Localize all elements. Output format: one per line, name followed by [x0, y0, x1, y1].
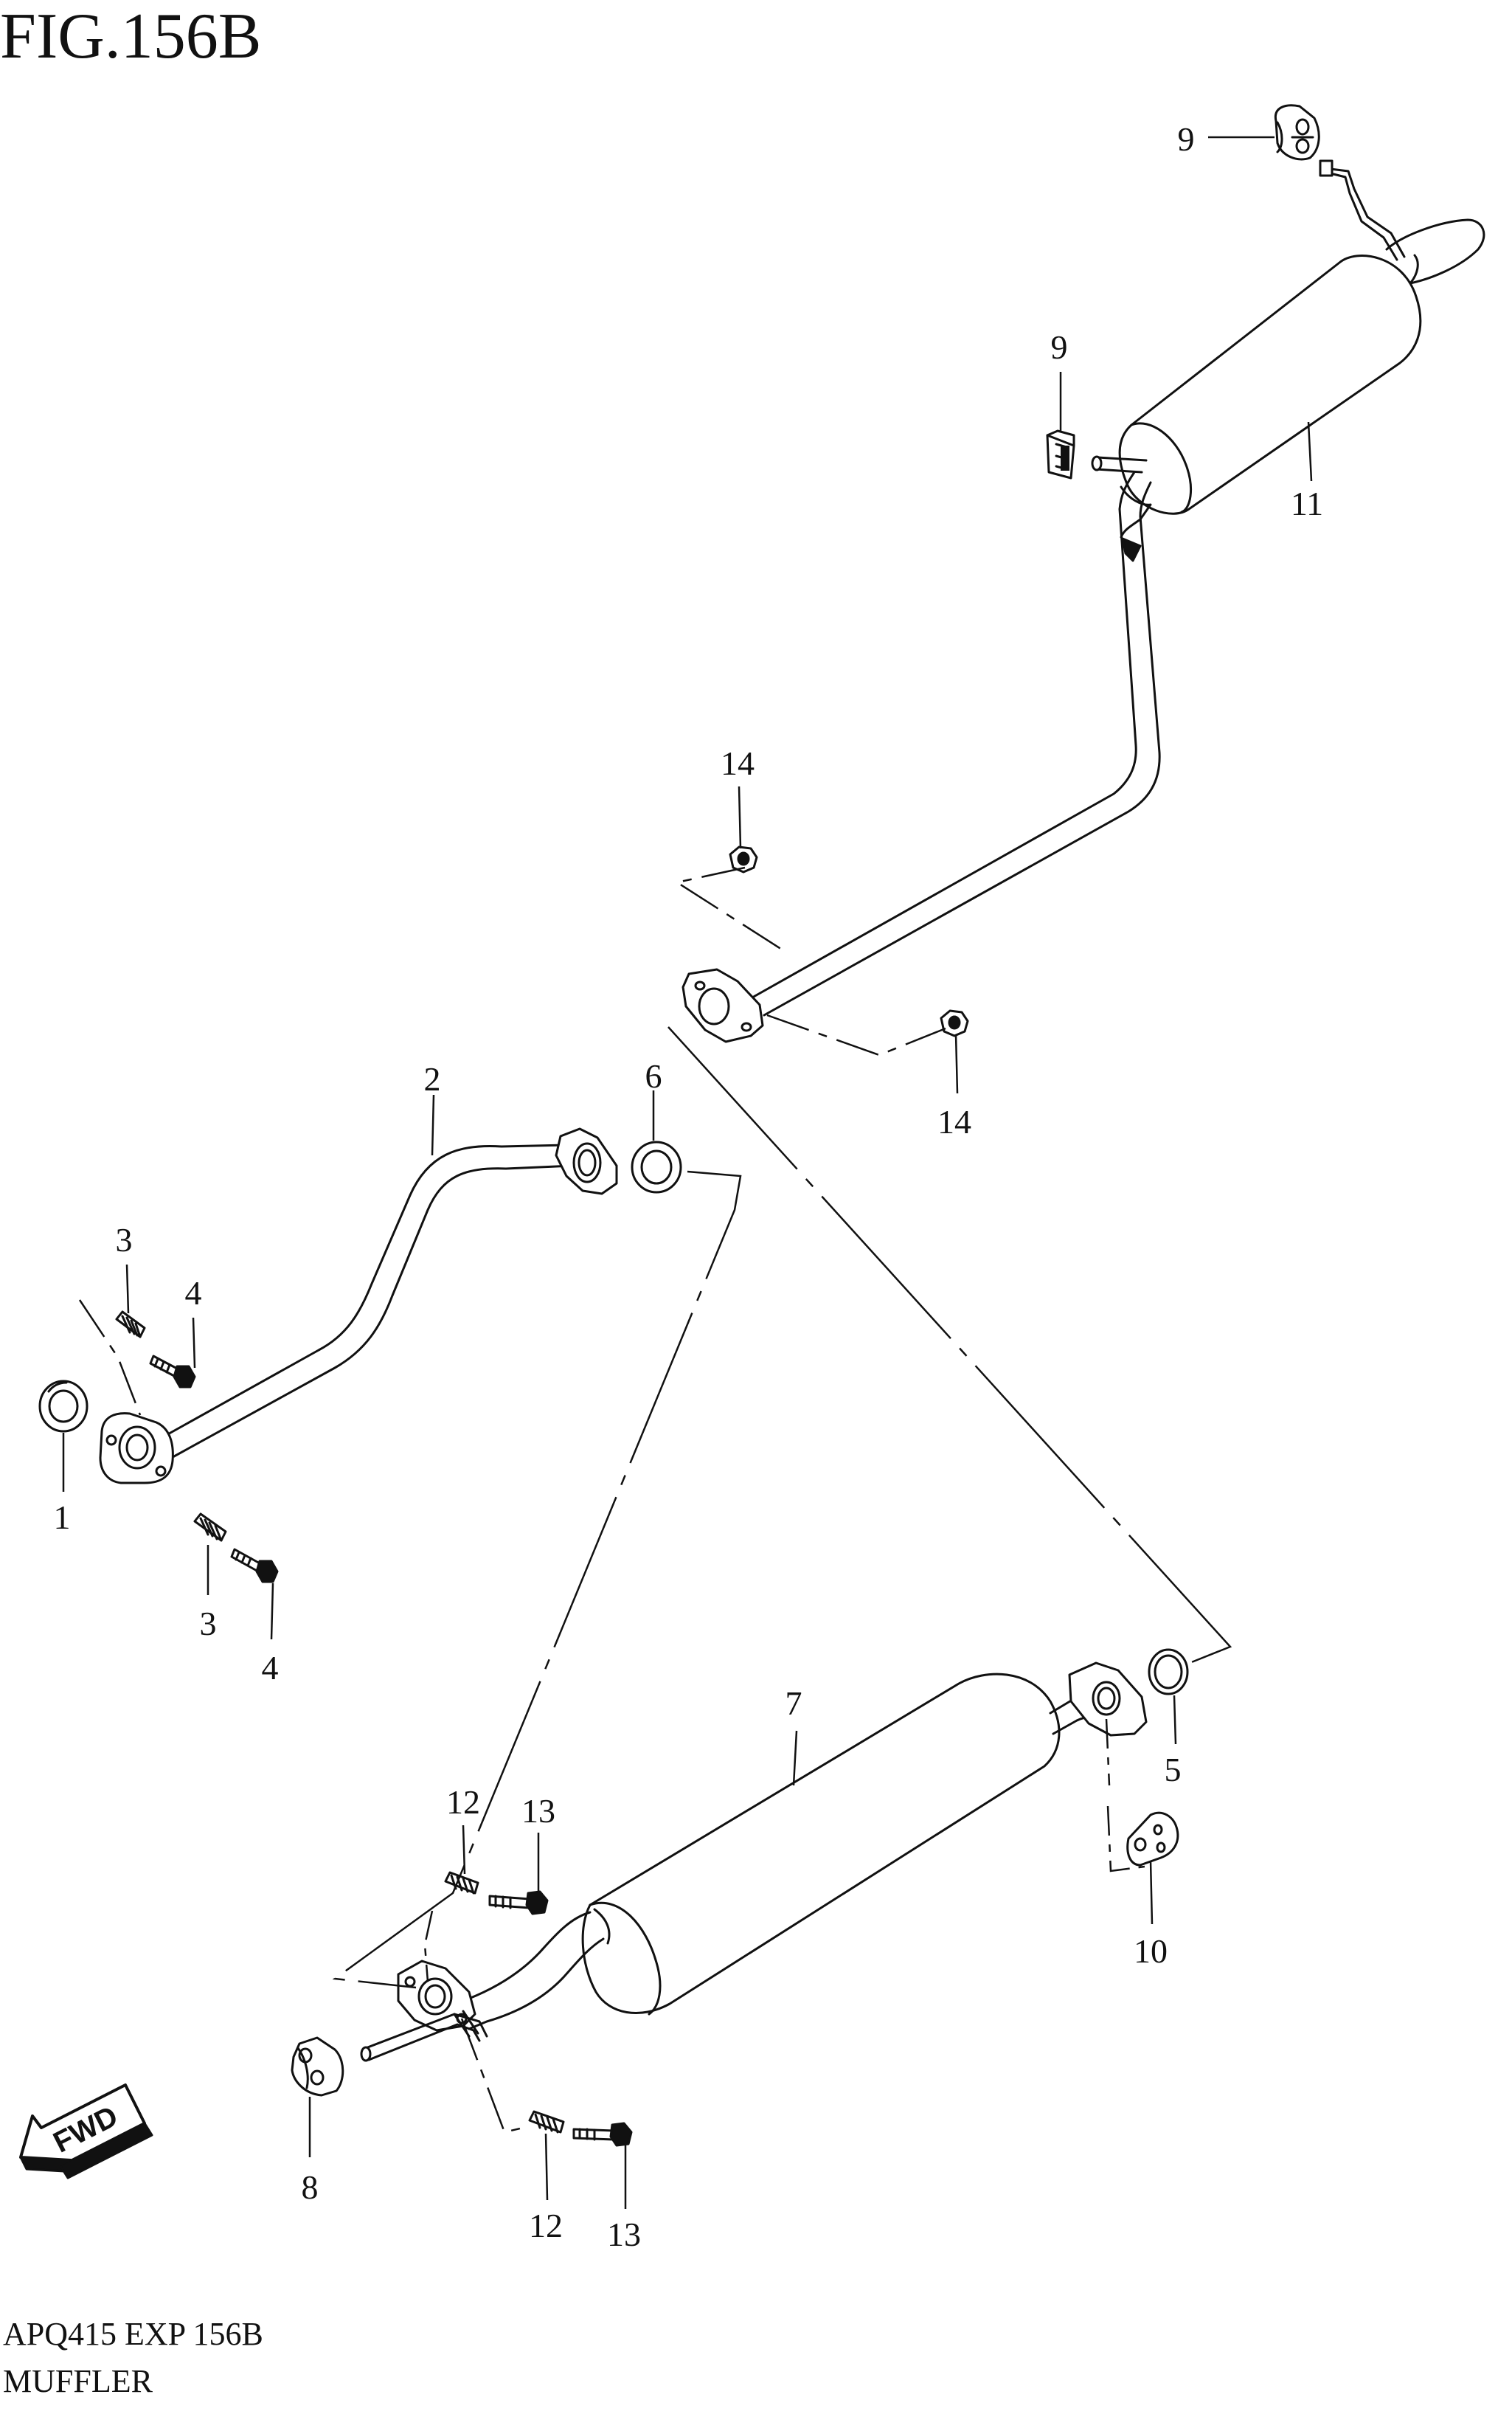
part-14-nut-upper[interactable] [729, 845, 758, 874]
callout-12-upper: 12 [446, 1783, 480, 1821]
callout-14-upper: 14 [721, 744, 755, 782]
part-2-front-pipe[interactable] [99, 1127, 618, 1484]
callout-labels: 1 2 3 3 4 4 5 6 7 8 9 9 10 11 12 12 13 1… [54, 120, 1324, 2253]
figure-name: MUFFLER [3, 2363, 153, 2399]
leader-lines [62, 136, 1313, 2209]
part-13-bolt-lower[interactable] [572, 2122, 633, 2147]
part-9-hanger-rubber-middle[interactable] [1046, 429, 1075, 480]
figure-title: FIG.156B [0, 1, 262, 72]
callout-12-lower: 12 [529, 2207, 563, 2244]
part-3-spring-lower[interactable] [193, 1512, 227, 1542]
part-7-center-muffler[interactable] [360, 1661, 1148, 2062]
callout-8: 8 [302, 2168, 319, 2206]
callout-2: 2 [424, 1060, 441, 1098]
part-6-gasket[interactable] [631, 1141, 682, 1194]
callout-3-upper: 3 [116, 1221, 133, 1259]
part-14-nut-lower[interactable] [940, 1009, 969, 1037]
callout-14-lower: 14 [937, 1103, 971, 1141]
part-12-spring-lower[interactable] [528, 2110, 565, 2134]
callout-3-lower: 3 [200, 1605, 217, 1642]
callout-9-middle: 9 [1051, 328, 1068, 366]
callout-9-upper: 9 [1178, 120, 1195, 158]
callout-10: 10 [1134, 1932, 1168, 1970]
callout-7: 7 [786, 1684, 802, 1722]
part-9-hanger-rubber-upper[interactable] [1274, 104, 1320, 161]
part-10-hanger-bracket[interactable] [1126, 1811, 1179, 1867]
part-5-gasket[interactable] [1148, 1648, 1189, 1695]
callout-11: 11 [1291, 485, 1323, 522]
callout-13-upper: 13 [521, 1792, 555, 1830]
callout-13-lower: 13 [607, 2216, 641, 2253]
part-11-rear-muffler[interactable] [1091, 159, 1485, 515]
figure-code: APQ415 EXP 156B [3, 2316, 263, 2352]
part-13-bolt-upper[interactable] [488, 1890, 549, 1915]
callout-4-upper: 4 [185, 1274, 202, 1312]
part-4-bolt-upper[interactable] [149, 1355, 196, 1388]
part-12-spring-upper[interactable] [444, 1871, 479, 1895]
part-8-hanger-rubber[interactable] [291, 2036, 344, 2097]
callout-5: 5 [1165, 1751, 1182, 1788]
tail-pipe[interactable] [682, 471, 1161, 1043]
part-4-bolt-lower[interactable] [230, 1548, 279, 1583]
callout-4-lower: 4 [262, 1649, 279, 1687]
assembly-reference-lines [78, 866, 1232, 2134]
part-1-gasket[interactable] [38, 1380, 89, 1433]
callout-1: 1 [54, 1498, 71, 1536]
part-3-spring-upper[interactable] [115, 1310, 146, 1338]
callout-6: 6 [645, 1057, 662, 1095]
fwd-arrow-icon: FWD [19, 2083, 153, 2179]
